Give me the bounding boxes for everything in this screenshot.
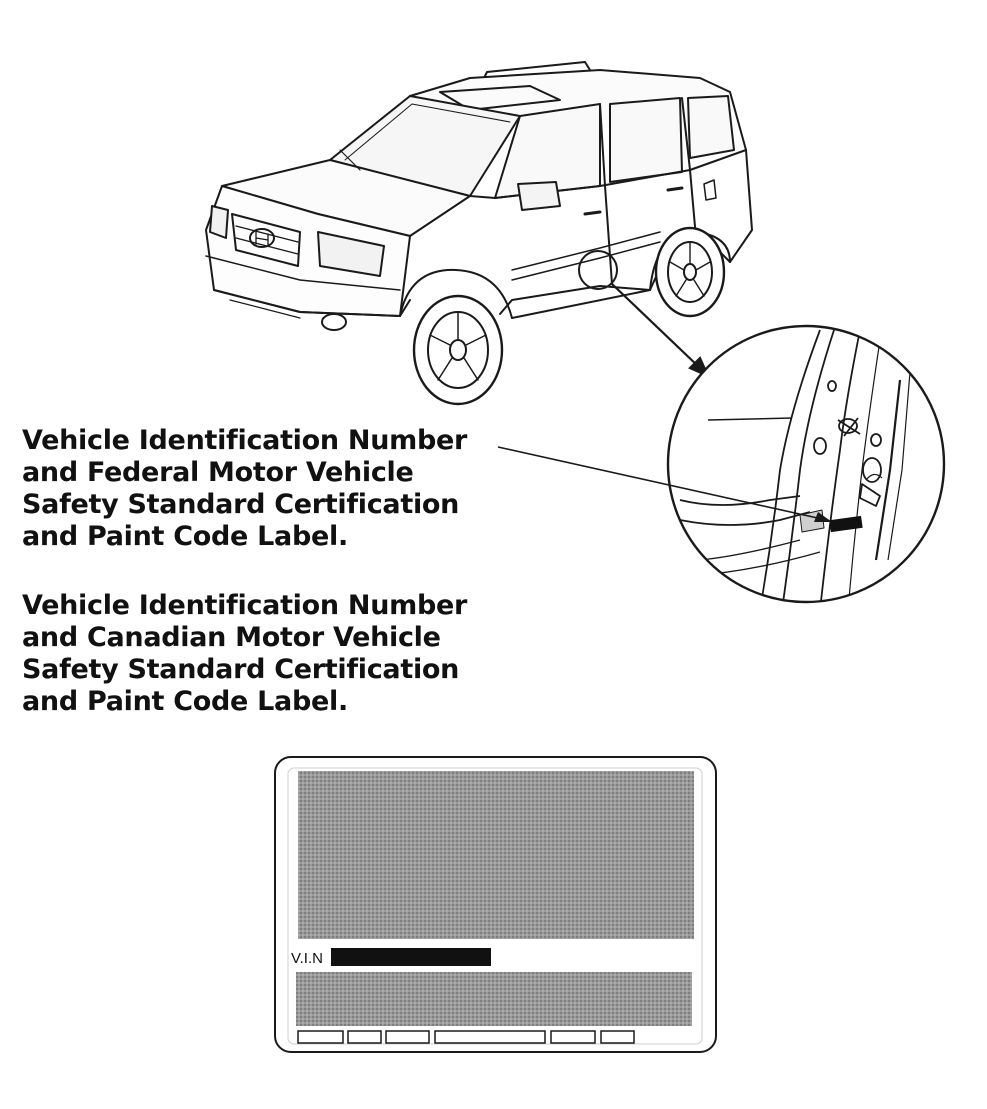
caption-federal-label: Vehicle Identification Number and Federa… — [22, 425, 467, 553]
label-upper-block — [298, 771, 694, 939]
suv-illustration — [205, 61, 753, 406]
caption-line: Vehicle Identification Number — [22, 425, 468, 456]
certification-label: V.I.N — [274, 756, 717, 1053]
caption-line: and Paint Code Label. — [22, 686, 348, 717]
caption-line: and Paint Code Label. — [22, 521, 348, 552]
vin-bar — [331, 948, 491, 966]
caption-line: and Federal Motor Vehicle — [22, 457, 414, 488]
label-lower-block — [296, 972, 692, 1026]
vin-prefix: V.I.N — [291, 950, 323, 967]
caption-leader — [497, 446, 832, 522]
door-jamb-detail — [666, 324, 946, 604]
caption-line: Vehicle Identification Number — [22, 590, 468, 621]
caption-line: Safety Standard Certification — [22, 489, 460, 520]
caption-line: Safety Standard Certification — [22, 654, 460, 685]
location-marker — [578, 250, 618, 290]
label-code-boxes — [297, 1030, 635, 1044]
caption-line: and Canadian Motor Vehicle — [22, 622, 441, 653]
caption-canadian-label: Vehicle Identification Number and Canadi… — [22, 590, 467, 718]
